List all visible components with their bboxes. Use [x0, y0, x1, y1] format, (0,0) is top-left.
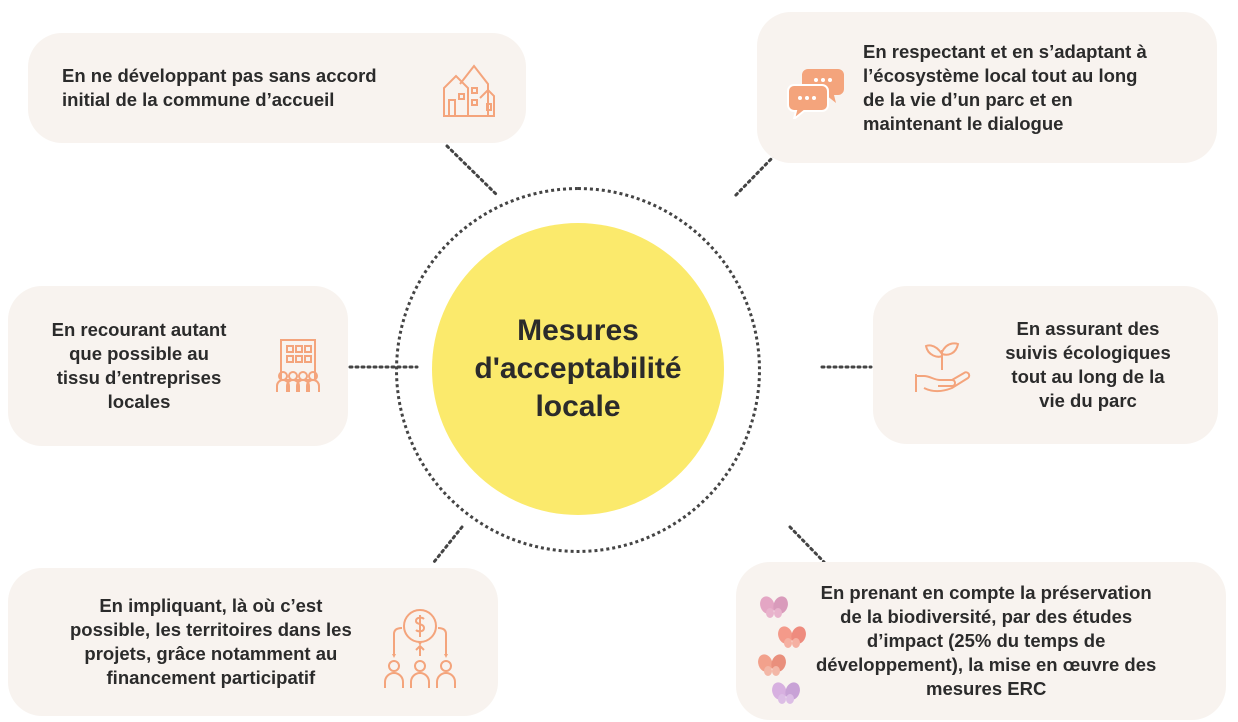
connector-bottom-right [788, 525, 826, 564]
chat-bubbles-icon [787, 69, 844, 119]
houses-icon [443, 64, 495, 117]
hub-ring [395, 187, 761, 553]
card-bottom-right-text: En prenant en compte la préservation de … [816, 582, 1157, 699]
butterflies-icon [758, 596, 806, 704]
card-mid-right-text: En assurant des suivis écologiques tout … [1005, 318, 1171, 411]
hub-title: Mesures d'acceptabilité locale [474, 314, 682, 423]
crowdfunding-icon [384, 609, 456, 688]
card-mid-left-text: En recourant autant que possible au tiss… [51, 319, 227, 412]
hand-plant-icon [915, 342, 971, 392]
office-building-icon [276, 339, 320, 392]
connector-top-right [733, 153, 777, 198]
card-top-left-text: En ne développant pas sans accord initia… [62, 65, 377, 110]
card-top-right-text: En respectant et en s’adaptant à l’écosy… [863, 40, 1147, 134]
card-bottom-right: En prenant en compte la préservation de … [736, 562, 1226, 720]
card-bottom-left-text: En impliquant, là où c’est possible, les… [70, 595, 352, 688]
card-mid-right: En assurant des suivis écologiques tout … [873, 286, 1218, 444]
hub-circle: Mesures d'acceptabilité locale [432, 223, 724, 515]
connector-top-left [445, 144, 500, 198]
connector-bottom-left [432, 525, 464, 564]
card-mid-left: En recourant autant que possible au tiss… [8, 286, 348, 446]
